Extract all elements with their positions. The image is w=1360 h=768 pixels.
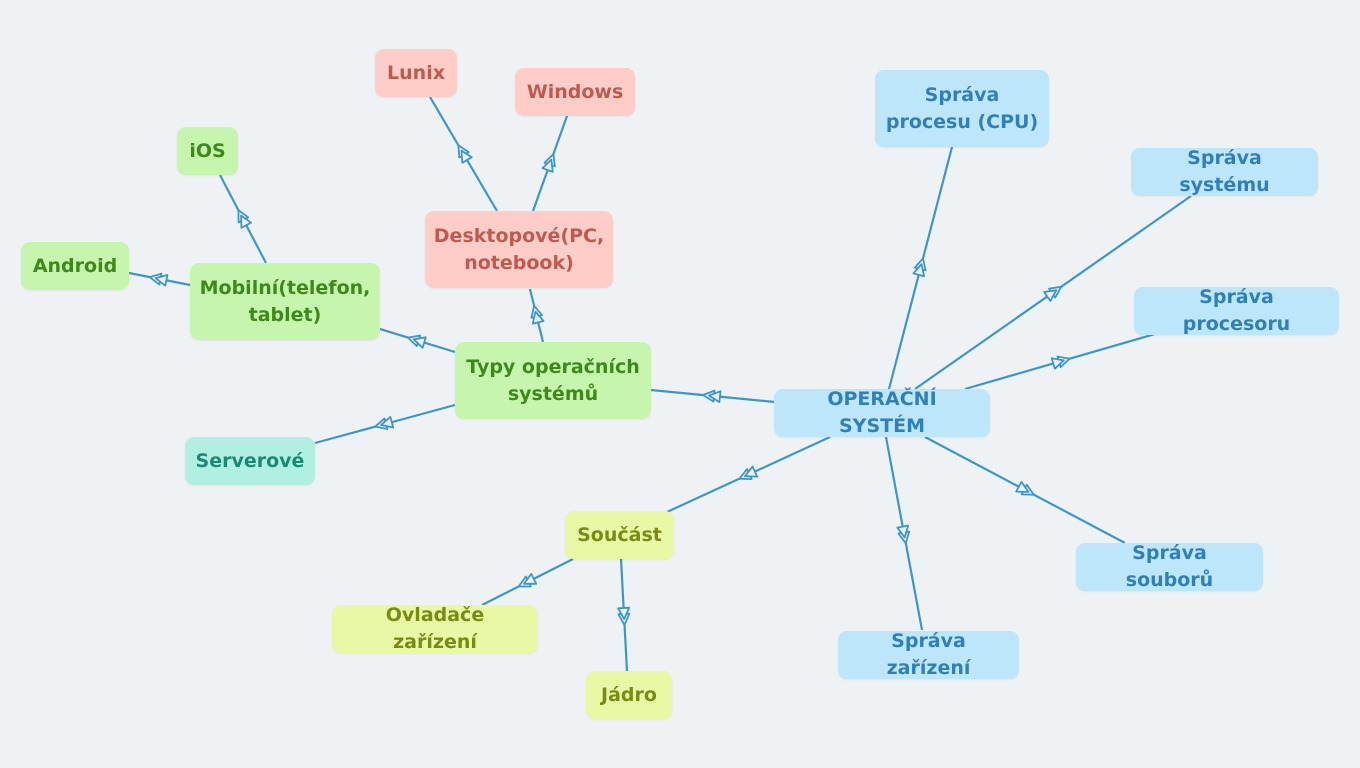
edge-root-to-soucast <box>666 436 831 513</box>
node-lunix[interactable]: Lunix <box>375 49 457 97</box>
node-windows[interactable]: Windows <box>515 68 635 116</box>
arrowhead-icon <box>412 336 427 349</box>
node-label: Správa zařízení <box>886 630 971 679</box>
node-label: Lunix <box>387 61 445 84</box>
node-ovladace-zarizeni[interactable]: Ovladače zařízení <box>332 604 538 653</box>
node-android[interactable]: Android <box>21 242 129 290</box>
node-label: Součást <box>577 523 662 546</box>
arrowhead-icon <box>1043 289 1058 302</box>
node-label: OPERAČNÍ SYSTÉM <box>827 388 937 437</box>
edge-typy-to-mobilni <box>379 327 456 354</box>
arrowhead-icon <box>912 263 925 278</box>
node-label: Správa systému <box>1179 147 1270 196</box>
edge-root-to-sprava_systemu <box>914 195 1192 390</box>
node-label: Typy operačních systémů <box>466 355 640 405</box>
edge-soucast-to-ovladace <box>481 558 574 606</box>
node-label: Serverové <box>195 449 305 472</box>
node-sprava-procesoru[interactable]: Správa procesoru <box>1134 286 1339 335</box>
edge-mobilni-to-android <box>128 271 191 287</box>
edge-soucast-to-jadro <box>617 558 631 672</box>
node-label: Windows <box>526 80 624 103</box>
node-sprava-zarizeni[interactable]: Správa zařízení <box>838 630 1019 679</box>
node-root-operacni-system[interactable]: OPERAČNÍ SYSTÉM <box>774 388 990 437</box>
edge-desktopove-to-windows <box>531 115 569 212</box>
node-mobilni[interactable]: Mobilní(telefon, tablet) <box>190 263 380 340</box>
node-label: Správa procesoru <box>1182 286 1291 335</box>
arrowhead-icon <box>1015 480 1030 493</box>
node-label: Ovladače zařízení <box>385 604 485 653</box>
node-sprava-systemu[interactable]: Správa systému <box>1131 147 1318 196</box>
node-soucast[interactable]: Součást <box>565 511 674 559</box>
node-label: Jádro <box>601 683 657 706</box>
arrowhead-icon <box>154 274 169 287</box>
arrowhead-icon <box>541 158 554 173</box>
node-label: Android <box>32 254 118 277</box>
node-label: Desktopové(PC, notebook) <box>433 224 605 274</box>
arrowhead-icon <box>708 390 722 404</box>
node-label: Mobilní(telefon, tablet) <box>199 276 371 326</box>
node-sprava-procesu[interactable]: Správa procesu (CPU) <box>875 70 1049 147</box>
node-label: iOS <box>189 139 226 162</box>
edge-desktopove-to-lunix <box>429 96 498 212</box>
arrowhead-icon <box>744 465 759 478</box>
node-typy-operacnich-systemu[interactable]: Typy operačních systémů <box>455 342 651 419</box>
edge-mobilni-to-ios <box>219 174 267 264</box>
node-ios[interactable]: iOS <box>177 127 238 175</box>
edge-typy-to-desktopove <box>528 288 545 343</box>
node-sprava-souboru[interactable]: Správa souborů <box>1076 542 1263 591</box>
edge-root-to-sprava_procesu <box>887 146 954 390</box>
arrowhead-icon <box>523 573 538 585</box>
arrowhead-icon <box>380 415 395 429</box>
arrowhead-icon <box>531 310 545 325</box>
node-serverove[interactable]: Serverové <box>185 437 315 485</box>
arrowhead-icon <box>617 606 630 620</box>
arrowhead-icon <box>896 524 909 539</box>
edge-root-to-sprava_procesoru <box>964 332 1156 391</box>
arrowhead-icon <box>240 214 253 229</box>
node-label: Správa procesu (CPU) <box>885 83 1039 133</box>
arrowhead-icon <box>460 149 473 164</box>
node-jadro[interactable]: Jádro <box>586 671 672 719</box>
node-label: Správa souborů <box>1125 542 1214 591</box>
node-desktopove[interactable]: Desktopové(PC, notebook) <box>425 211 613 288</box>
edge-root-to-sprava_souboru <box>924 436 1126 544</box>
edge-root-to-typy <box>650 388 776 404</box>
edge-root-to-sprava_zarizeni <box>884 436 924 631</box>
arrowhead-icon <box>1050 357 1065 370</box>
edge-typy-to-serverove <box>314 403 456 445</box>
